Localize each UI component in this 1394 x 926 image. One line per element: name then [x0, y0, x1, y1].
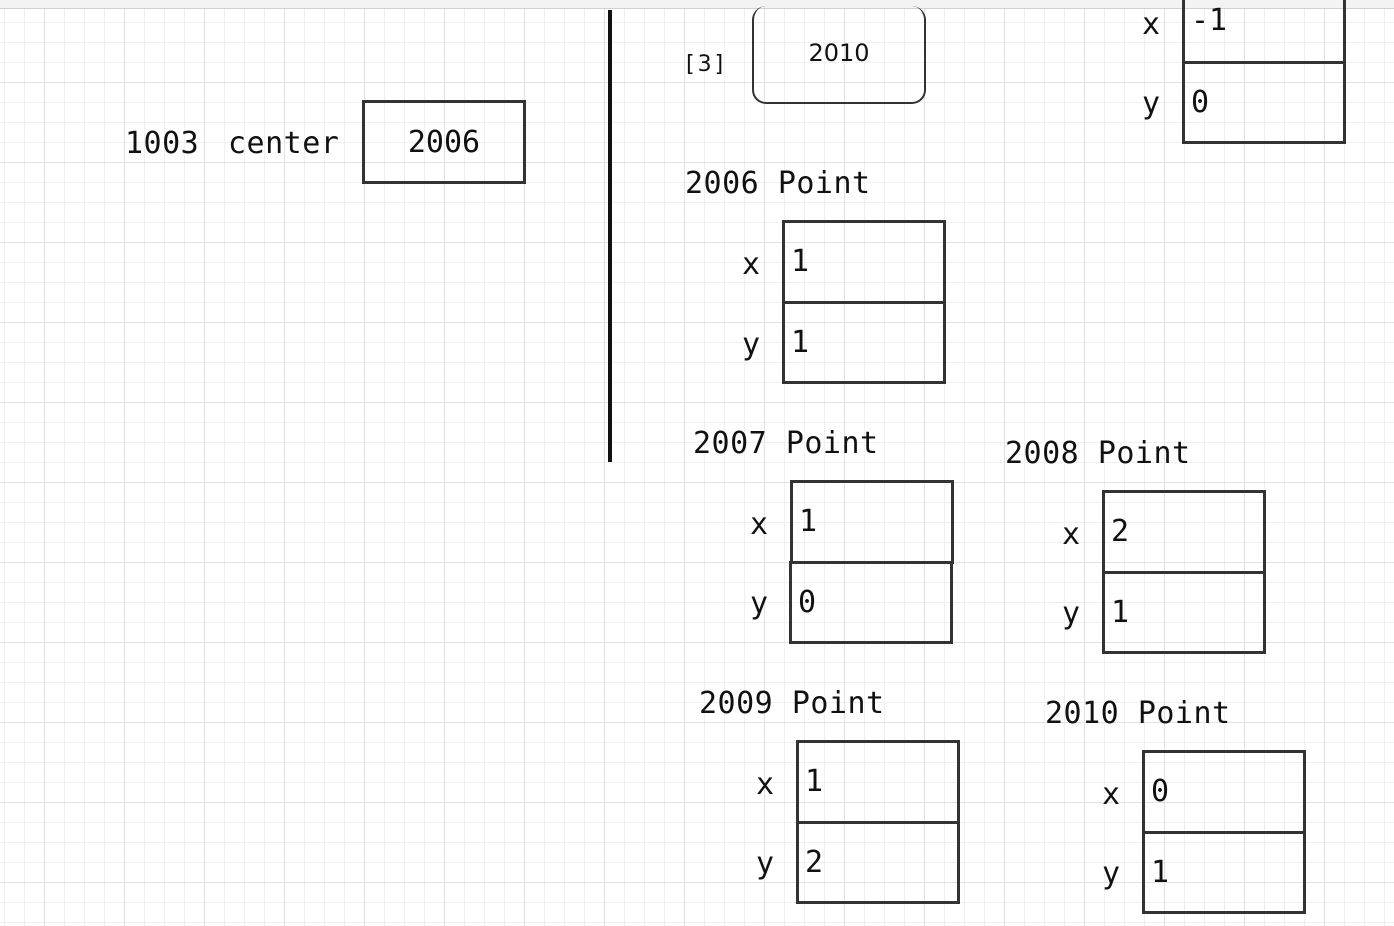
object-2010-y-cell: 1 — [1142, 831, 1306, 914]
object-2010-header: 2010 Point — [1045, 697, 1231, 731]
partial-object-x-label: x — [1142, 7, 1161, 42]
object-type: Point — [791, 686, 885, 721]
object-2010-x-value: 0 — [1151, 774, 1170, 809]
object-2008-y-value: 1 — [1111, 595, 1130, 630]
object-2010-y-value: 1 — [1151, 855, 1170, 890]
object-2009-x-value: 1 — [805, 764, 824, 799]
object-type: Point — [1137, 696, 1231, 731]
object-2010-y-label: y — [1102, 856, 1121, 891]
object-2009-header: 2009 Point — [699, 687, 885, 721]
object-2008-header: 2008 Point — [1005, 437, 1191, 471]
object-2008-x-value: 2 — [1111, 514, 1130, 549]
object-2007-x-label: x — [750, 507, 769, 542]
stack-variable-name: center — [228, 126, 340, 161]
object-2009-y-label: y — [756, 846, 775, 881]
array-element-value: 2010 — [808, 39, 870, 67]
partial-object-x-value: -1 — [1191, 3, 1228, 38]
object-2009-x-label: x — [756, 767, 775, 802]
object-2006-y-cell: 1 — [782, 301, 946, 384]
object-address: 2008 — [1005, 436, 1080, 471]
partial-object-y-cell: 0 — [1182, 61, 1346, 144]
object-2007-header: 2007 Point — [693, 427, 879, 461]
object-2006-x-value: 1 — [791, 244, 810, 279]
object-2007-y-cell: 0 — [789, 561, 953, 644]
stack-variable-value-box: 2006 — [362, 100, 526, 184]
object-address: 2007 — [693, 426, 768, 461]
object-2007-y-label: y — [750, 586, 769, 621]
stack-address: 1003 — [125, 126, 200, 161]
object-2009-y-value: 2 — [805, 845, 824, 880]
object-type: Point — [1097, 436, 1191, 471]
object-2006-y-value: 1 — [791, 325, 810, 360]
object-2009-y-cell: 2 — [796, 821, 960, 904]
object-address: 2006 — [685, 166, 760, 201]
partial-object-x-cell: -1 — [1182, 0, 1346, 64]
object-address: 2010 — [1045, 696, 1120, 731]
object-2006-y-label: y — [742, 327, 761, 362]
object-2008-y-cell: 1 — [1102, 571, 1266, 654]
object-2010-x-cell: 0 — [1142, 750, 1306, 834]
object-2007-x-cell: 1 — [790, 480, 954, 564]
array-index-label: [3] — [686, 52, 727, 77]
object-2007-y-value: 0 — [798, 585, 817, 620]
object-2008-x-label: x — [1062, 517, 1081, 552]
object-address: 2009 — [699, 686, 774, 721]
object-2006-x-cell: 1 — [782, 220, 946, 304]
object-type: Point — [785, 426, 879, 461]
object-2006-x-label: x — [742, 247, 761, 282]
object-2009-x-cell: 1 — [796, 740, 960, 824]
object-2010-x-label: x — [1102, 777, 1121, 812]
object-type: Point — [777, 166, 871, 201]
stack-heap-divider — [608, 10, 612, 462]
stack-variable-value: 2006 — [407, 125, 481, 160]
partial-object-y-value: 0 — [1191, 85, 1210, 120]
partial-object-y-label: y — [1142, 86, 1161, 121]
object-2008-x-cell: 2 — [1102, 490, 1266, 574]
array-element-box: 2010 — [752, 6, 926, 104]
canvas-top-edge — [0, 0, 1394, 9]
object-2008-y-label: y — [1062, 596, 1081, 631]
object-2006-header: 2006 Point — [685, 167, 871, 201]
object-2007-x-value: 1 — [799, 504, 818, 539]
